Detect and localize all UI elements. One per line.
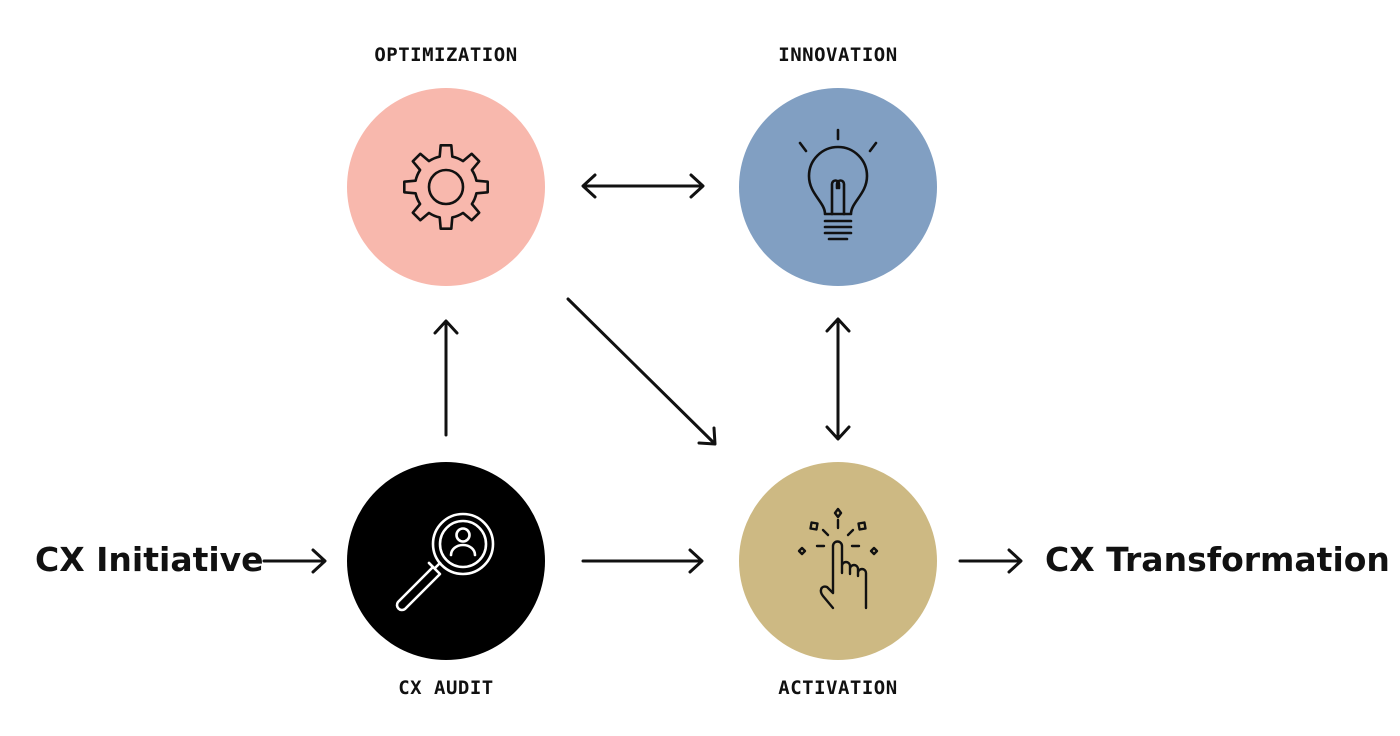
innovation-label: INNOVATION [778, 44, 898, 66]
cx-audit-node [347, 462, 545, 660]
gear-icon [403, 144, 489, 230]
arrow-activation-to-transformation [958, 548, 1023, 574]
cx-initiative-label: CX Initiative [35, 540, 264, 579]
lightbulb-icon [798, 128, 878, 241]
cx-audit-label: CX AUDIT [398, 677, 494, 699]
activation-label: ACTIVATION [778, 677, 898, 699]
arrow-optimization-innovation [581, 173, 705, 199]
activation-node [739, 462, 937, 660]
optimization-node [347, 88, 545, 286]
arrow-audit-to-activation [581, 548, 704, 574]
arrow-innovation-activation [825, 317, 851, 441]
magnifier-user-icon [395, 512, 495, 612]
optimization-label: OPTIMIZATION [374, 44, 518, 66]
cx-transformation-label: CX Transformation [1045, 540, 1390, 579]
arrow-audit-to-optimization [433, 319, 459, 437]
arrow-initiative-to-audit [262, 548, 327, 574]
arrow-optimization-to-activation [566, 297, 717, 446]
innovation-node [739, 88, 937, 286]
tap-hand-sparkle-icon [797, 507, 879, 610]
gear-outline [403, 144, 489, 230]
